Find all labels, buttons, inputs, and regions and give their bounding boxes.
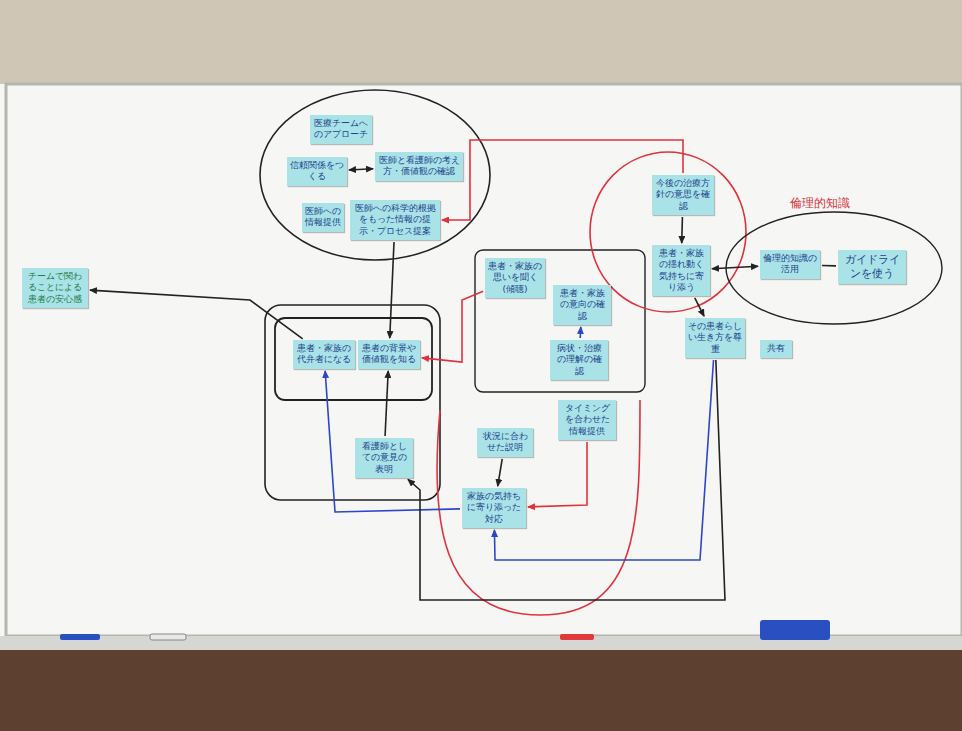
note-text: 患者の背景や価値観を知る [361, 343, 417, 366]
note-text: 患者・家族の思いを聞く(傾聴) [488, 261, 542, 295]
marker-pen [560, 634, 594, 640]
sticky-note: 共有 [760, 340, 792, 358]
note-text: 倫理的知識の活用 [763, 253, 817, 276]
wood-panel [0, 650, 962, 731]
note-text: 患者・家族の代弁者になる [296, 343, 352, 366]
group-outline [260, 90, 490, 260]
eraser [760, 620, 830, 640]
note-text: ガイドラインを使う [841, 253, 903, 281]
note-text: 家族の気持ちに寄り添った対応 [465, 491, 523, 525]
connector [422, 291, 483, 362]
sticky-note: 今後の治療方針の意思を確認 [652, 175, 714, 215]
connector [385, 371, 388, 436]
connector [528, 442, 587, 507]
whiteboard [6, 84, 962, 636]
sticky-note: 家族の気持ちに寄り添った対応 [462, 488, 526, 528]
note-text: その患者らしい生き方を尊重 [688, 321, 742, 355]
connector [712, 266, 758, 269]
sticky-note: 医師と看護師の考え方・価値観の確認 [375, 152, 463, 181]
note-text: 信頼関係をつくる [290, 160, 344, 183]
note-text: 看護師としての意見の表明 [358, 441, 410, 475]
sticky-note: チームで関わることによる患者の安心感 [22, 268, 88, 308]
connector [579, 327, 581, 338]
connector [822, 265, 836, 267]
connector [349, 169, 373, 170]
note-text: 医師への科学的根拠をもった情報の提示・プロセス提案 [353, 203, 437, 237]
sticky-note: 患者・家族の代弁者になる [293, 340, 355, 369]
sticky-note: タイミングを合わせた情報提供 [558, 400, 616, 440]
sticky-note: ガイドラインを使う [838, 250, 906, 284]
note-text: 医師と看護師の考え方・価値観の確認 [378, 155, 460, 178]
note-text: 病状・治療の理解の確認 [553, 343, 605, 377]
sticky-note: 看護師としての意見の表明 [355, 438, 413, 478]
note-text: 患者・家族の揺れ動く気持ちに寄り添う [655, 248, 707, 293]
connector [695, 298, 704, 316]
note-text: 患者・家族の意向の確認 [556, 288, 608, 322]
connector [390, 242, 394, 338]
sticky-note: その患者らしい生き方を尊重 [685, 318, 745, 358]
connector [408, 360, 725, 600]
sticky-note: 病状・治療の理解の確認 [550, 340, 608, 380]
connector [442, 140, 683, 220]
sticky-note: 医療チームへのアプローチ [310, 115, 372, 144]
sticky-note: 患者・家族の意向の確認 [553, 285, 611, 325]
connector [494, 360, 713, 560]
group-outline [265, 305, 440, 500]
wall [0, 0, 962, 84]
marker-pen [150, 634, 186, 640]
note-text: タイミングを合わせた情報提供 [561, 403, 613, 437]
loop-stroke [437, 400, 640, 615]
note-text: 今後の治療方針の意思を確認 [655, 178, 711, 212]
note-text: 状況に合わせた説明 [480, 431, 530, 454]
note-text: 医師への情報提供 [305, 206, 341, 229]
connector [681, 217, 683, 243]
note-text: 共有 [763, 343, 789, 354]
connector [498, 459, 503, 486]
group-outline [590, 152, 746, 312]
sticky-note: 患者の背景や価値観を知る [358, 340, 420, 369]
sticky-note: 医師への情報提供 [302, 203, 344, 232]
sticky-note: 倫理的知識の活用 [760, 250, 820, 279]
marker-pen [60, 634, 100, 640]
connector [325, 371, 460, 512]
group-outline [726, 212, 942, 324]
group-outline [275, 318, 432, 400]
sticky-note: 信頼関係をつくる [287, 157, 347, 186]
sticky-note: 医師への科学的根拠をもった情報の提示・プロセス提案 [350, 200, 440, 240]
group-outline [475, 250, 645, 392]
sticky-note: 患者・家族の揺れ動く気持ちに寄り添う [652, 245, 710, 296]
sticky-note: 状況に合わせた説明 [477, 428, 533, 457]
sticky-note: 患者・家族の思いを聞く(傾聴) [485, 258, 545, 298]
note-text: 医療チームへのアプローチ [313, 118, 369, 141]
note-text: チームで関わることによる患者の安心感 [25, 271, 85, 305]
connector [90, 290, 303, 339]
board-label: 倫理的知識 [790, 196, 850, 210]
